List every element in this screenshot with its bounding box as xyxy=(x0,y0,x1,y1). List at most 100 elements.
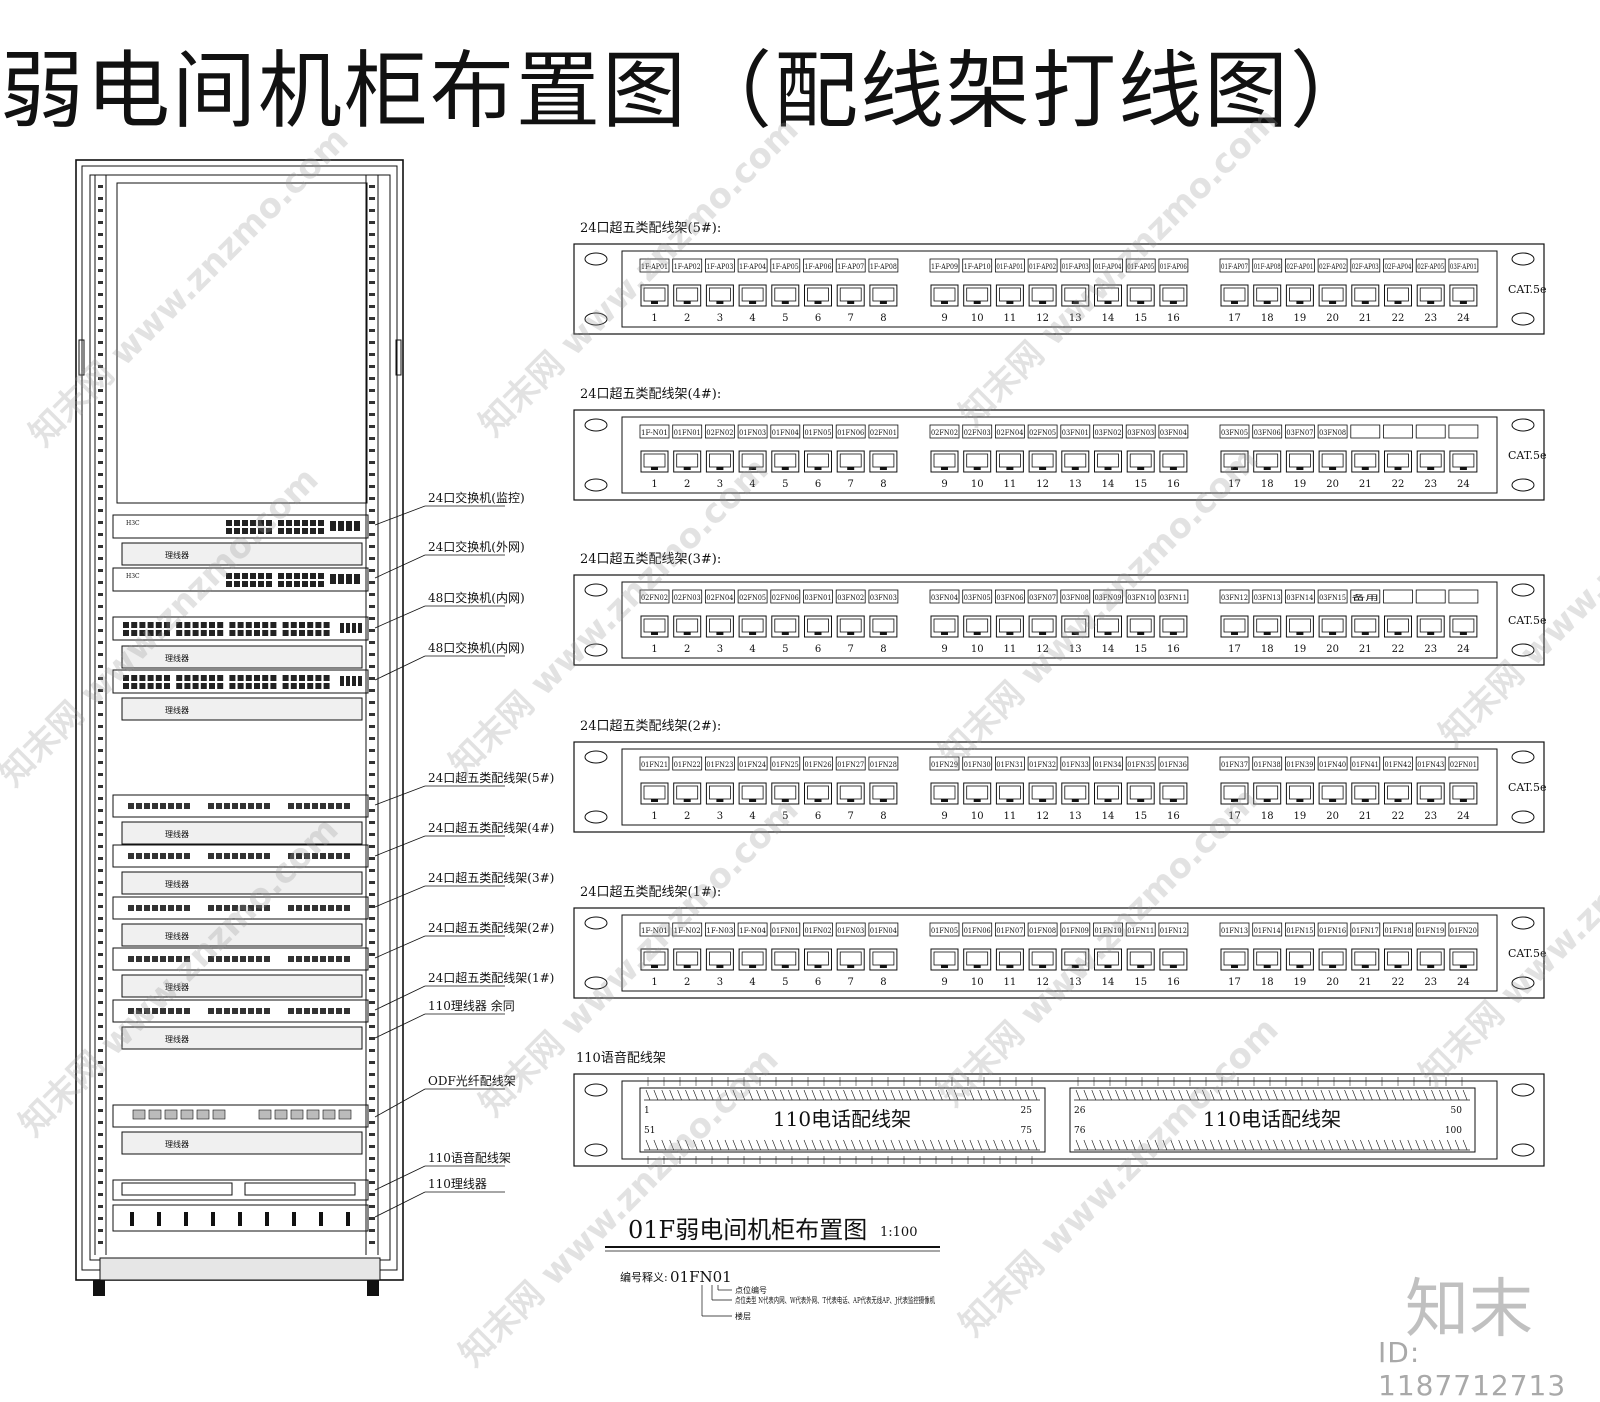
rj45-jack xyxy=(1416,284,1445,307)
switch-port xyxy=(242,528,248,534)
rj45-latch xyxy=(1394,301,1402,304)
port-number: 4 xyxy=(749,644,755,655)
patch-port xyxy=(312,1008,318,1014)
punch-tooth xyxy=(1186,1089,1191,1101)
rj45-latch xyxy=(1071,632,1079,635)
port-label-box xyxy=(1093,922,1123,937)
rj45-contact xyxy=(1223,951,1246,966)
punch-tooth xyxy=(882,1089,888,1101)
switch-body xyxy=(112,669,369,694)
patch-port xyxy=(336,853,342,859)
switch-port xyxy=(200,675,207,681)
switch-port xyxy=(290,675,297,681)
voice-block-label: 110电话配线架 xyxy=(773,1107,911,1131)
punch-tooth xyxy=(1399,1139,1405,1151)
rail-hole xyxy=(369,581,375,584)
port-number: 12 xyxy=(1036,313,1049,324)
switch-port xyxy=(209,683,215,689)
port-label-box xyxy=(1252,424,1283,439)
punch-tooth xyxy=(1075,1089,1081,1101)
punch-tooth xyxy=(1352,1139,1357,1151)
rj45-latch xyxy=(1231,632,1238,635)
switch-port xyxy=(229,675,236,681)
patch-port xyxy=(152,853,158,859)
switch-port xyxy=(302,520,308,526)
rail-hole xyxy=(98,389,103,392)
switch-port xyxy=(318,573,324,579)
patch-port xyxy=(144,956,150,962)
leader-line xyxy=(374,655,426,681)
rj45-jack xyxy=(804,948,832,971)
rack-label: 24口超五类配线架(1#) xyxy=(428,970,554,985)
mount-hole xyxy=(584,252,608,266)
rj45-contact xyxy=(1031,453,1054,468)
cable-manager-label: 理线器 xyxy=(165,982,189,992)
rack-label: 48口交换机(内网) xyxy=(428,640,525,655)
rj45-jack xyxy=(705,782,734,805)
rack-label: 24口超五类配线架(4#) xyxy=(428,820,554,835)
switch-port xyxy=(258,581,264,587)
rail-hole xyxy=(98,761,103,764)
port-number: 7 xyxy=(848,644,854,655)
port-number: 17 xyxy=(1228,644,1241,655)
rj45-contact xyxy=(1223,287,1246,302)
patch-port xyxy=(264,1008,270,1014)
switch-port xyxy=(254,675,260,681)
port-label: 1F-AP07 xyxy=(837,263,864,271)
punch-tooth xyxy=(1162,1139,1168,1151)
punch-tooth xyxy=(1233,1089,1239,1101)
patch-port xyxy=(168,803,174,809)
rj45-contact xyxy=(1321,618,1344,633)
port-label: 02F-AP01 xyxy=(1286,263,1313,271)
switch-port xyxy=(315,675,322,681)
odf-coupler xyxy=(290,1109,304,1120)
pair-number: 26 xyxy=(1074,1106,1086,1116)
switch-port xyxy=(131,622,138,628)
port-number: 18 xyxy=(1261,977,1274,988)
switch-port xyxy=(229,630,236,636)
port-number: 5 xyxy=(782,811,788,822)
rj45-latch xyxy=(1169,965,1177,968)
uplink-port xyxy=(346,676,350,686)
punch-tooth xyxy=(740,1089,746,1101)
port-label: 01FN09 xyxy=(1062,927,1089,935)
uplink-port xyxy=(358,676,362,686)
rj45-jack xyxy=(1318,782,1347,805)
punch-tooth xyxy=(1001,1139,1006,1151)
punch-tooth xyxy=(969,1089,975,1101)
mount-hole xyxy=(1511,583,1535,597)
port-label: 01FN02 xyxy=(805,927,832,935)
patch-port xyxy=(328,1008,334,1014)
rack-110-block xyxy=(244,1182,356,1196)
rail-hole xyxy=(98,1121,103,1124)
port-number: 21 xyxy=(1359,644,1372,655)
port-label-box xyxy=(1252,922,1283,937)
patch-port xyxy=(208,905,214,911)
rj45-jack xyxy=(705,284,734,307)
patch-port xyxy=(256,853,262,859)
legend-code: 01FN01 xyxy=(670,1268,732,1286)
port-label-box xyxy=(962,258,993,273)
patch-port xyxy=(176,853,182,859)
rail-hole xyxy=(369,725,375,728)
patch-port xyxy=(320,1008,326,1014)
port-label: 01FN30 xyxy=(964,761,991,769)
port-number: 24 xyxy=(1457,644,1470,655)
port-label: 03FN03 xyxy=(1127,429,1154,437)
rj45-jack xyxy=(1285,615,1314,638)
port-label-box xyxy=(705,589,735,604)
rail-hole xyxy=(98,1109,103,1112)
rj45-jack xyxy=(738,450,767,473)
rj45-jack xyxy=(1061,948,1090,971)
punch-tooth xyxy=(1032,1089,1038,1101)
port-number: 20 xyxy=(1326,479,1339,490)
punch-tooth xyxy=(795,1139,801,1151)
port-label-box xyxy=(1415,756,1446,771)
rail-hole xyxy=(98,929,103,932)
rj45-jack xyxy=(1384,450,1412,473)
port-number: 8 xyxy=(880,313,886,324)
punch-tooth xyxy=(835,1139,840,1151)
switch-port xyxy=(176,683,183,689)
rj45-jack xyxy=(1061,782,1090,805)
rail-hole xyxy=(369,1049,375,1052)
